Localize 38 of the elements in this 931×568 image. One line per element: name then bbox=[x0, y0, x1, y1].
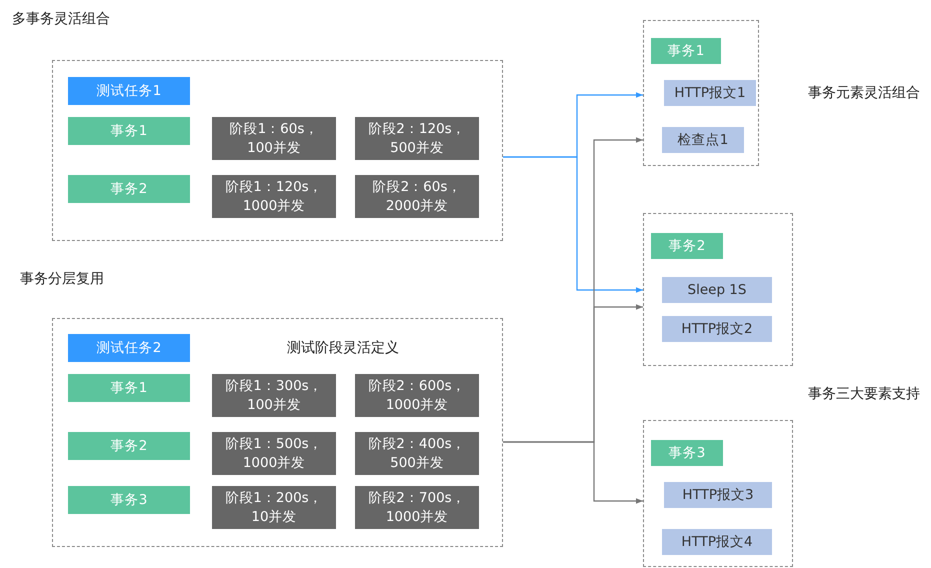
stage-box: 阶段2：700s，1000并发 bbox=[355, 486, 479, 529]
transaction-box: 事务2 bbox=[68, 432, 190, 460]
task-box: 测试任务1 bbox=[68, 77, 190, 105]
dashed-group-box bbox=[52, 60, 503, 241]
element-box: Sleep 1S bbox=[662, 277, 772, 303]
stage-box: 阶段2：400s，500并发 bbox=[355, 432, 479, 475]
stage-box: 阶段1：120s，1000并发 bbox=[212, 175, 336, 218]
stage-box: 阶段1：60s，100并发 bbox=[212, 117, 336, 160]
task-box: 测试任务2 bbox=[68, 334, 190, 362]
arrow bbox=[503, 156, 643, 293]
element-box: 检查点1 bbox=[662, 127, 744, 153]
dashed-group-box bbox=[52, 318, 503, 547]
stage-box: 阶段1：300s，100并发 bbox=[212, 374, 336, 417]
dashed-group-box bbox=[643, 20, 759, 166]
stage-box: 阶段1：200s，10并发 bbox=[212, 486, 336, 529]
stage-box: 阶段2：120s，500并发 bbox=[355, 117, 479, 160]
annotation-text: 事务三大要素支持 bbox=[808, 385, 920, 403]
dashed-group-box bbox=[643, 420, 793, 567]
transaction-box: 事务2 bbox=[651, 233, 723, 259]
transaction-box: 事务1 bbox=[68, 374, 190, 402]
stage-box: 阶段1：500s，1000并发 bbox=[212, 432, 336, 475]
transaction-box: 事务1 bbox=[651, 38, 721, 64]
transaction-box: 事务3 bbox=[68, 486, 190, 514]
element-box: HTTP报文3 bbox=[664, 482, 772, 508]
stage-box: 阶段2：600s，1000并发 bbox=[355, 374, 479, 417]
annotation-text: 测试阶段灵活定义 bbox=[287, 339, 399, 357]
transaction-box: 事务1 bbox=[68, 117, 190, 145]
stage-box: 阶段2：60s，2000并发 bbox=[355, 175, 479, 218]
arrow bbox=[503, 441, 643, 504]
dashed-group-box bbox=[643, 213, 793, 366]
element-box: HTTP报文1 bbox=[664, 80, 756, 106]
annotation-text: 多事务灵活组合 bbox=[12, 10, 110, 28]
element-box: HTTP报文2 bbox=[662, 316, 772, 342]
transaction-box: 事务3 bbox=[651, 440, 723, 466]
annotation-text: 事务分层复用 bbox=[20, 270, 104, 288]
element-box: HTTP报文4 bbox=[662, 529, 772, 555]
transaction-box: 事务2 bbox=[68, 175, 190, 203]
annotation-text: 事务元素灵活组合 bbox=[808, 84, 920, 102]
